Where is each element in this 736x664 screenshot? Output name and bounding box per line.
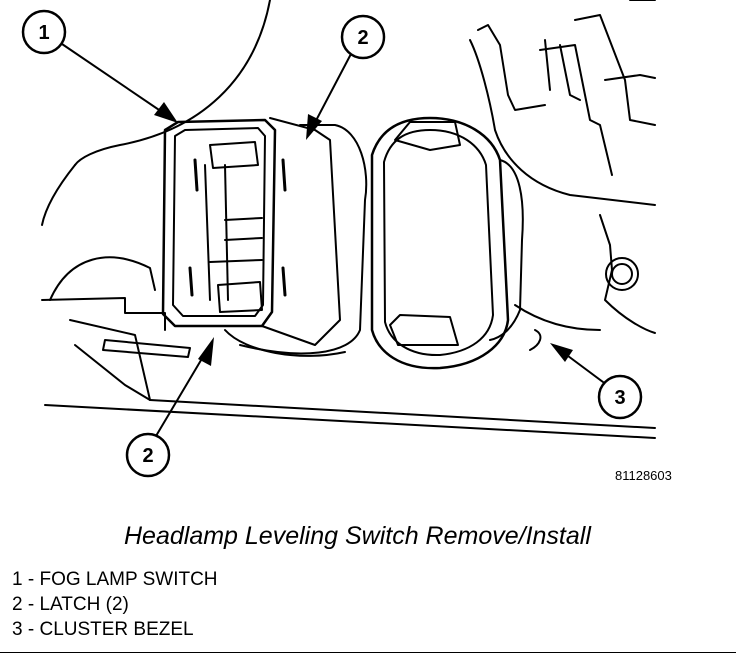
arrowhead-2-top xyxy=(306,114,322,140)
screw-hole xyxy=(605,257,639,291)
legend: 1 - FOG LAMP SWITCH 2 - LATCH (2) 3 - CL… xyxy=(12,567,218,642)
bezel-lower-ledge xyxy=(69,319,151,401)
dash-curve-left xyxy=(41,164,76,226)
leader-1 xyxy=(61,43,169,117)
figure-number: 81128603 xyxy=(615,468,672,483)
callout-2-bottom: 2 xyxy=(142,445,153,467)
callout-circle-3 xyxy=(597,374,643,420)
legend-label: CLUSTER BEZEL xyxy=(39,619,194,640)
callout-3: 3 xyxy=(614,387,625,409)
legend-item: 1 - FOG LAMP SWITCH xyxy=(12,567,218,592)
fog-lamp-switch-drawing xyxy=(161,117,368,357)
bezel-lower-lip xyxy=(74,344,151,401)
legend-key: 1 xyxy=(12,569,23,590)
exploded-view-illustration: 1 2 2 3 xyxy=(21,0,656,478)
legend-label: LATCH (2) xyxy=(39,594,129,615)
callout-circle-2-top xyxy=(340,14,386,60)
bezel-slot xyxy=(102,339,191,358)
legend-key: 3 xyxy=(12,619,23,640)
arrowhead-1 xyxy=(154,102,178,123)
bracket-drawing xyxy=(469,0,656,334)
dash-curve-upper xyxy=(74,0,271,166)
callout-1: 1 xyxy=(38,22,49,44)
figure-caption: Headlamp Leveling Switch Remove/Install xyxy=(124,522,591,550)
legend-separator: - xyxy=(22,619,40,640)
legend-item: 3 - CLUSTER BEZEL xyxy=(12,617,218,642)
legend-key: 2 xyxy=(12,594,23,615)
legend-item: 2 - LATCH (2) xyxy=(12,592,218,617)
bezel-bottom-edge-2 xyxy=(149,399,656,429)
arrowhead-3 xyxy=(550,343,573,362)
callout-2-top: 2 xyxy=(357,27,368,49)
dash-vent-arc xyxy=(49,256,156,301)
legend-label: FOG LAMP SWITCH xyxy=(39,569,218,590)
arrowhead-2-bottom xyxy=(198,337,214,366)
callout-circle-1 xyxy=(21,9,67,55)
bezel-opening-drawing xyxy=(370,116,524,370)
callout-circle-2-bottom xyxy=(125,432,171,478)
bottom-rule xyxy=(0,652,736,653)
legend-separator: - xyxy=(22,594,40,615)
bezel-hook-mark xyxy=(529,329,542,351)
bezel-step-lower xyxy=(41,297,166,331)
legend-separator: - xyxy=(22,569,40,590)
bezel-bottom-edge xyxy=(44,404,656,439)
